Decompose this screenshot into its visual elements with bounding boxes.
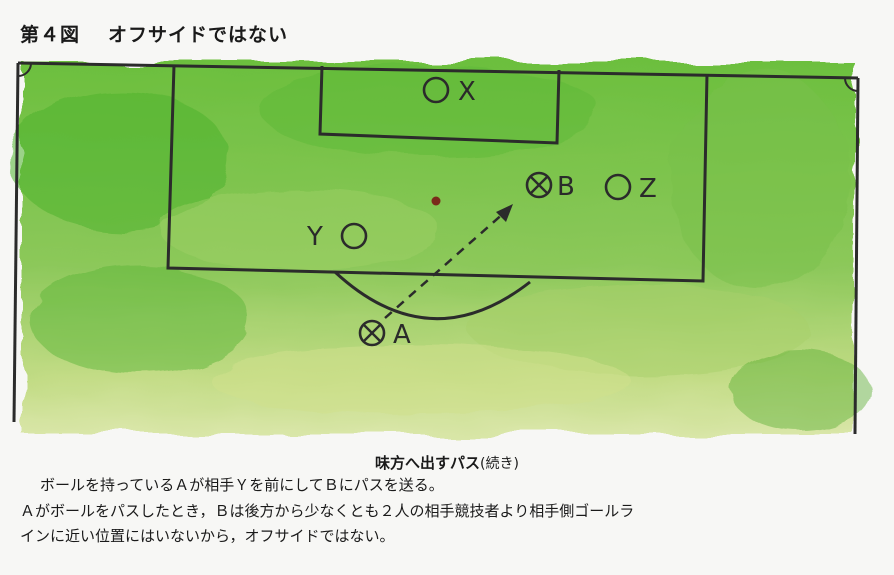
caption-line-2: Ａがボールをパスしたとき，Ｂは後方から少なくとも２人の相手競技者より相手側ゴール… — [20, 502, 635, 520]
caption-line-1: ボールを持っているＡが相手Ｙを前にしてＢにパスを送る。 — [40, 476, 444, 494]
player-b: B — [525, 171, 575, 202]
player-a-label: A — [393, 320, 411, 350]
player-y-label: Y — [306, 222, 323, 252]
figure-number: 第４図 — [20, 24, 81, 46]
penalty-arc — [333, 270, 531, 320]
player-x-label: X — [458, 77, 476, 107]
defender-marker — [604, 173, 632, 201]
touch-line-right — [853, 77, 860, 435]
pitch-fill — [10, 62, 870, 434]
caption-line-3: インに近い位置にはいないから，オフサイドではない。 — [20, 527, 395, 545]
player-x: X — [422, 76, 476, 107]
figure-title: 第４図 オフサイドではない — [20, 20, 288, 47]
player-b-label: B — [557, 172, 575, 202]
goal-area — [318, 65, 561, 145]
attacker-marker — [358, 319, 386, 347]
caption-heading: 味方へ出すパス(続き) — [0, 452, 894, 473]
defender-marker — [422, 76, 450, 104]
defender-marker — [340, 222, 368, 250]
player-z: Z — [604, 173, 657, 204]
caption-heading-sub: (続き) — [480, 456, 519, 472]
corner-arc-left — [17, 63, 32, 78]
figure-title-text: オフサイドではない — [108, 24, 289, 46]
goal-line — [17, 61, 859, 80]
corner-arc-right — [844, 77, 859, 92]
player-a: A — [358, 319, 411, 350]
player-z-label: Z — [639, 174, 657, 204]
caption-heading-text: 味方へ出すパス — [375, 454, 481, 472]
penalty-spot — [431, 196, 441, 206]
player-y: Y — [306, 222, 368, 252]
pass-arrow — [384, 204, 513, 319]
attacker-marker — [525, 171, 553, 199]
touch-line-left — [12, 62, 20, 423]
